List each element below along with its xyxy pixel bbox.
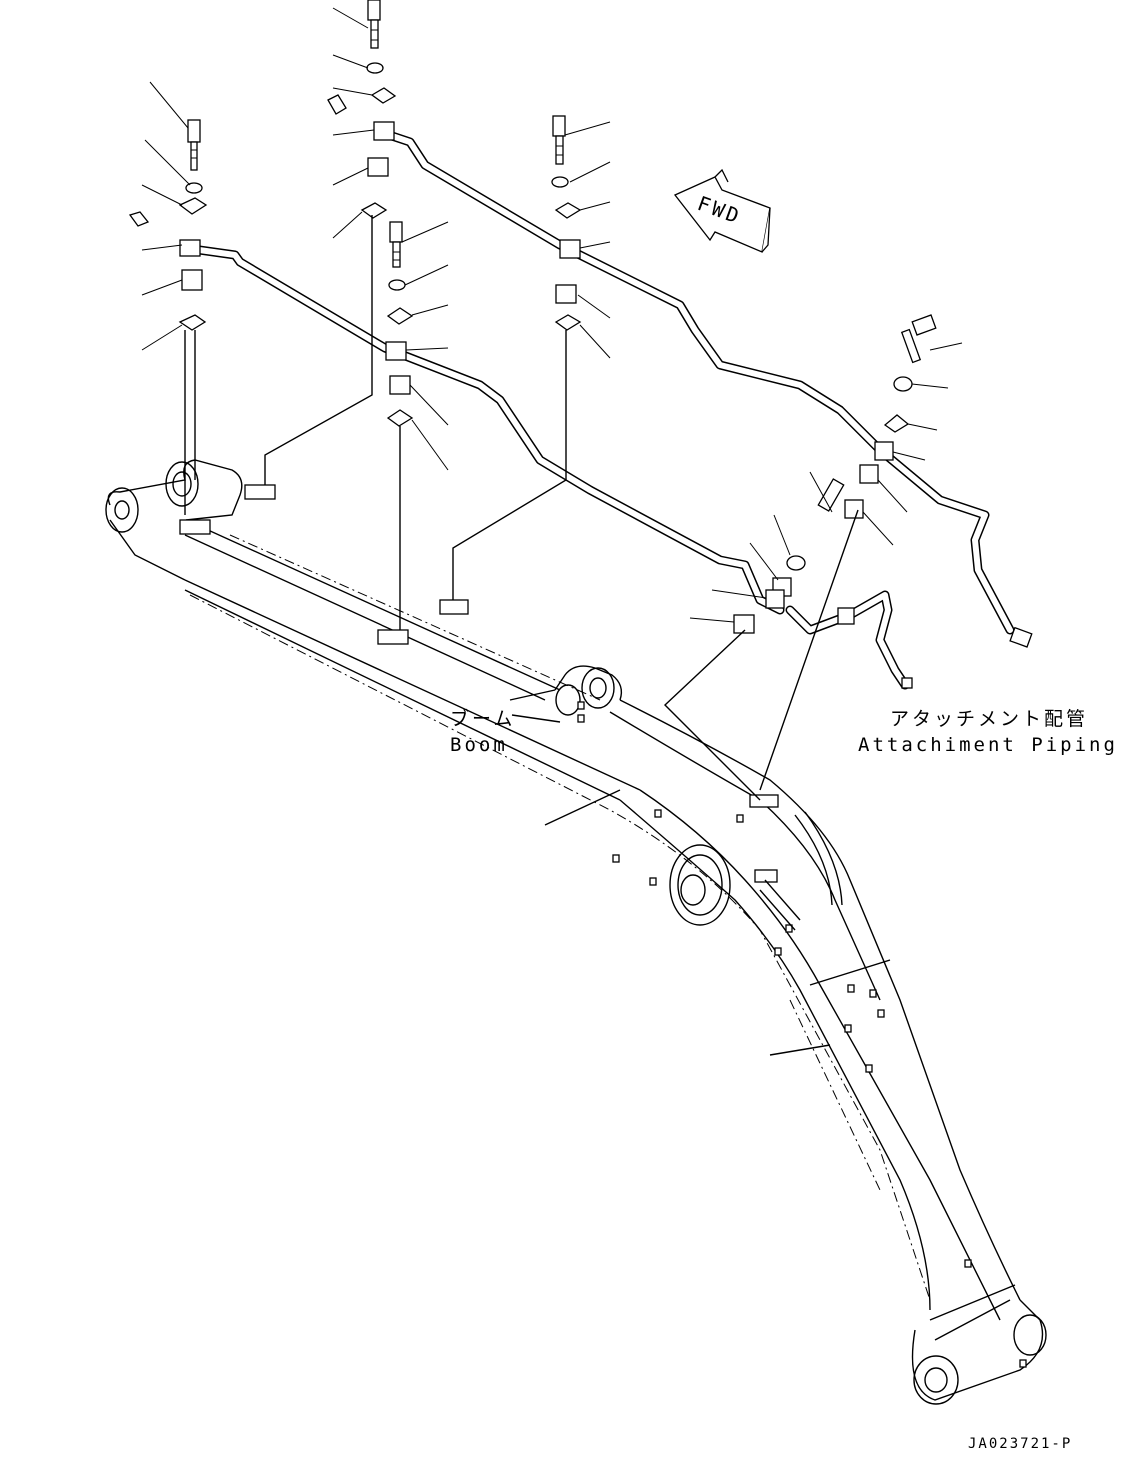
attachment-piping-label-jp: アタッチメント配管 (890, 708, 1089, 730)
attachment-piping-label-en: Attachiment Piping (858, 734, 1118, 756)
attachment-piping (180, 127, 1033, 690)
boom-structure (105, 459, 1047, 1405)
far-right-clamp-stack (663, 314, 937, 801)
forward-arrow-icon (673, 168, 771, 253)
left-clamp-stack (128, 119, 208, 515)
drawing-code: JA023721-P (968, 1436, 1073, 1452)
cylinder-bracket-boss (581, 667, 615, 709)
boom-foot-pin-boss (105, 487, 139, 533)
arm-pin-boss (913, 1355, 959, 1405)
boom-label-jp: ブーム (450, 708, 516, 730)
center-clamp-stack (385, 221, 414, 630)
boom-cylinder-boss (669, 844, 731, 926)
boom-label-en: Boom (450, 734, 508, 756)
upper-middle-clamp-stack (264, 0, 397, 485)
callout-leaders (141, 7, 963, 623)
